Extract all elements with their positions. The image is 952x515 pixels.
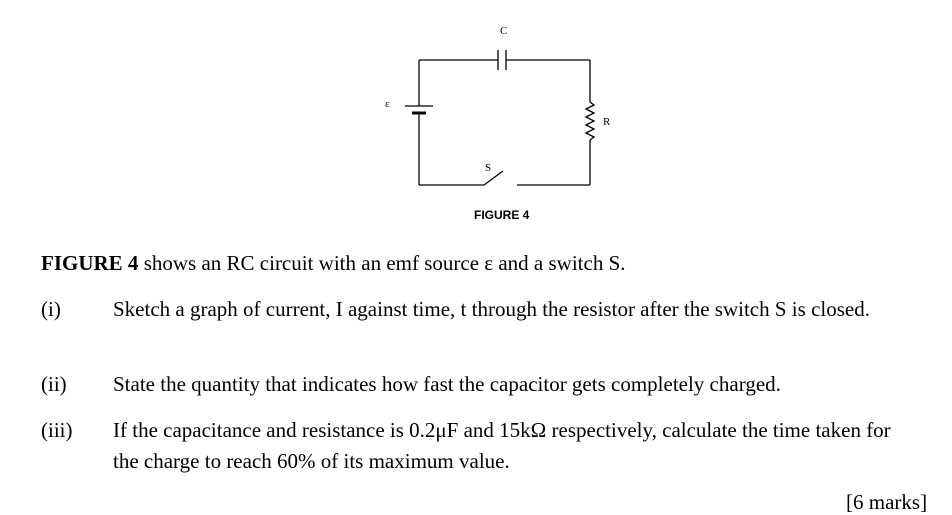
question-text: If the capacitance and resistance is 0.2… xyxy=(113,418,891,473)
resistor-zigzag xyxy=(584,101,596,141)
switch-label: S xyxy=(485,162,492,174)
resistor-label: R xyxy=(603,116,611,128)
switch-lever xyxy=(483,170,504,186)
question-number: (ii) xyxy=(41,372,67,396)
intro-text: shows an RC circuit with an emf source ε… xyxy=(138,251,626,275)
rc-circuit-diagram xyxy=(405,50,596,186)
question-text: State the quantity that indicates how fa… xyxy=(113,372,781,396)
question-number: (i) xyxy=(41,297,61,321)
emf-label: ε xyxy=(385,98,390,110)
question-text: Sketch a graph of current, I against tim… xyxy=(113,297,870,321)
question-number: (iii) xyxy=(41,418,73,442)
intro-figure-ref: FIGURE 4 xyxy=(41,251,139,275)
intro-sentence: FIGURE 4 shows an RC circuit with an emf… xyxy=(41,251,626,276)
figure-caption: FIGURE 4 xyxy=(474,208,530,222)
capacitor-label: C xyxy=(500,25,508,37)
